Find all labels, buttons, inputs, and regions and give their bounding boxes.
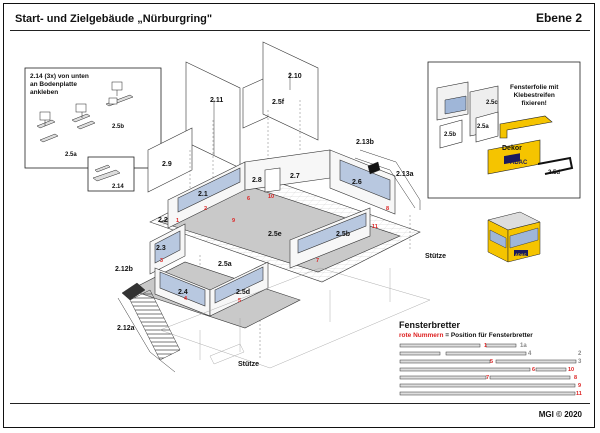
booth-preview	[487, 211, 541, 263]
red-number-3: 3	[160, 258, 163, 264]
legend-row-4-left: 6	[532, 367, 535, 373]
legend-row-7-left: 11	[576, 391, 582, 397]
label-2-9: 2.9	[162, 161, 172, 168]
left-inset-note: 2.14 (3x) von unten an Bodenplatte ankle…	[30, 73, 89, 97]
label-2-5a-main: 2.5a	[218, 261, 232, 268]
right-inset-note: Fensterfolie mit Klebestreifen fixieren!	[510, 84, 558, 108]
label-2-5d-inset: 2.5d	[548, 170, 560, 176]
red-number-11: 11	[372, 224, 378, 230]
label-2-4: 2.4	[178, 289, 188, 296]
label-stuetze-bottom: Stütze	[238, 361, 259, 368]
legend-row-4-right: 10	[568, 367, 574, 373]
copyright: MGI © 2020	[538, 410, 582, 419]
exploded-walls	[147, 41, 319, 193]
red-number-10: 10	[268, 194, 274, 200]
label-2-10: 2.10	[288, 73, 302, 80]
label-2-11: 2.11	[210, 97, 223, 104]
label-2-5b-right: 2.5b	[444, 132, 456, 138]
level-label: Ebene 2	[535, 11, 582, 25]
legend-subtitle: rote Nummern = Position für Fensterbrett…	[399, 332, 533, 339]
label-2-3: 2.3	[156, 245, 166, 252]
label-2-2: 2.2	[158, 217, 168, 224]
label-2-5e: 2.5e	[268, 231, 282, 238]
red-number-4: 4	[184, 296, 188, 302]
red-number-7: 7	[316, 258, 319, 264]
legend-row-3-left: 5	[490, 359, 493, 365]
label-2-13b: 2.13b	[356, 139, 374, 146]
red-number-8: 8	[386, 206, 389, 212]
legend-title: Fensterbretter	[399, 320, 461, 330]
legend-strips	[399, 343, 577, 396]
left-inset	[24, 67, 162, 169]
stairs	[117, 282, 181, 373]
detail-box-2-14	[87, 156, 135, 192]
red-number-6: 6	[247, 196, 250, 202]
upper-stairs	[354, 149, 421, 210]
page-title: Start- und Zielgebäude „Nürburgring"	[15, 13, 213, 25]
right-note-line-1: Fensterfolie mit	[510, 84, 559, 91]
label-2-6: 2.6	[352, 179, 362, 186]
legend-row-1-right: 1a	[520, 343, 527, 349]
label-dekor: Dekor	[502, 145, 522, 152]
label-2-13a: 2.13a	[396, 171, 414, 178]
label-2-5f: 2.5f	[272, 99, 285, 106]
legend-row-2-left: 4	[528, 351, 532, 357]
left-note-line-2: an Bodenplatte	[30, 81, 77, 88]
label-2-1: 2.1	[198, 191, 208, 198]
label-2-14-detail: 2.14	[112, 184, 124, 190]
left-note-line-1: 2.14 (3x) von unten	[30, 73, 89, 80]
label-2-8: 2.8	[252, 177, 262, 184]
red-number-9: 9	[232, 218, 235, 224]
label-2-5a-inset: 2.5a	[65, 152, 77, 158]
label-2-5a-right: 2.5a	[477, 124, 489, 130]
legend-row-6-left: 9	[578, 383, 581, 389]
label-2-12a: 2.12a	[117, 325, 135, 332]
right-note-line-2: Klebestreifen	[513, 92, 555, 99]
legend-row-5-right: 8	[574, 375, 577, 381]
legend-row-3-right: 3	[578, 359, 582, 365]
footer-divider	[10, 403, 590, 404]
label-2-5c-inset: 2.5c	[486, 100, 498, 106]
right-note-line-3: fixieren!	[521, 100, 547, 107]
label-2-12b: 2.12b	[115, 266, 133, 273]
label-adac-preview: ADAC	[515, 252, 527, 257]
red-number-2: 2	[204, 206, 207, 212]
label-adac: ADAC	[510, 160, 528, 166]
label-2-5d-main: 2.5d	[236, 289, 250, 296]
part-2-14-group	[36, 81, 134, 143]
label-2-7: 2.7	[290, 173, 300, 180]
legend-subtitle-red: rote Nummern	[399, 332, 444, 339]
legend-row-1-left: 1	[484, 343, 487, 349]
left-note-line-3: ankleben	[30, 89, 59, 96]
red-number-5: 5	[238, 298, 241, 304]
building-walls	[149, 149, 396, 317]
page-frame	[3, 3, 595, 428]
legend-subtitle-rest: = Position für Fensterbretter	[443, 332, 533, 339]
legend-row-5-left: 7	[486, 375, 489, 381]
label-stuetze-right: Stütze	[425, 253, 446, 260]
label-2-5b-main: 2.5b	[336, 231, 350, 238]
red-number-1: 1	[176, 218, 179, 224]
label-2-5b-inset: 2.5b	[112, 124, 124, 130]
lower-structure	[159, 267, 431, 369]
header-divider	[10, 30, 590, 31]
right-inset	[427, 61, 581, 199]
legend-row-2-right: 2	[578, 351, 582, 357]
